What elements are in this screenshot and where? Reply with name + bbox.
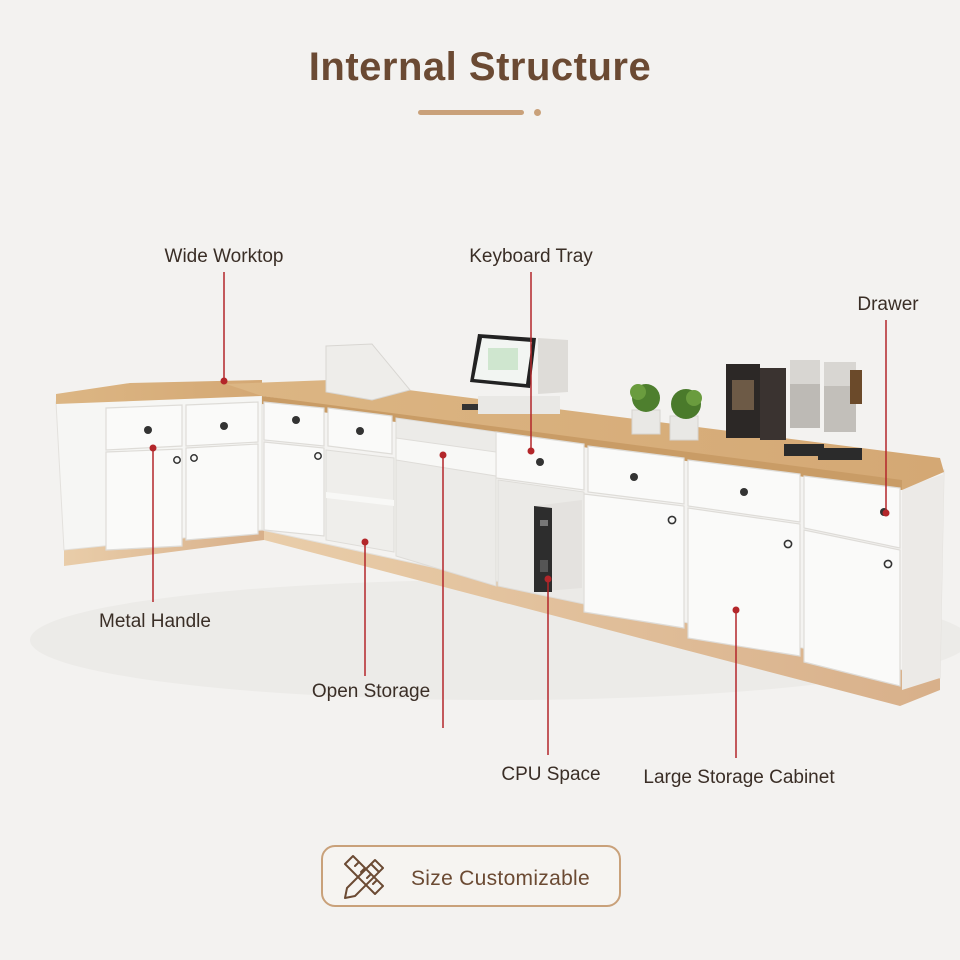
callout-keyboard-tray: Keyboard Tray [469,246,593,267]
callout-large-storage-cabinet: Large Storage Cabinet [643,767,835,788]
plinth-main [264,528,940,706]
callout-lines [149,272,890,758]
callout-open-storage: Open Storage [311,681,431,702]
potted-plants [630,384,702,441]
callout-cpu-space: CPU Space [501,764,601,785]
pos-terminal [462,334,568,414]
worktop-left [56,380,262,404]
title-dot [534,109,541,116]
receipt-printer [325,343,411,401]
size-customizable-badge: Size Customizable [321,845,621,907]
title-underline [418,110,524,115]
callout-wide-worktop: Wide Worktop [164,246,284,267]
badge-label: Size Customizable [411,867,591,890]
callout-drawer: Drawer [857,294,919,315]
callout-metal-handle: Metal Handle [99,611,211,632]
end-panel [902,474,944,690]
left-drawers [105,401,259,551]
left-handles [144,422,228,464]
ruler-pencil-icon [344,855,384,899]
cpu-tower [534,500,582,592]
page-title: Internal Structure [308,45,652,89]
coffee-equipment [726,360,862,460]
